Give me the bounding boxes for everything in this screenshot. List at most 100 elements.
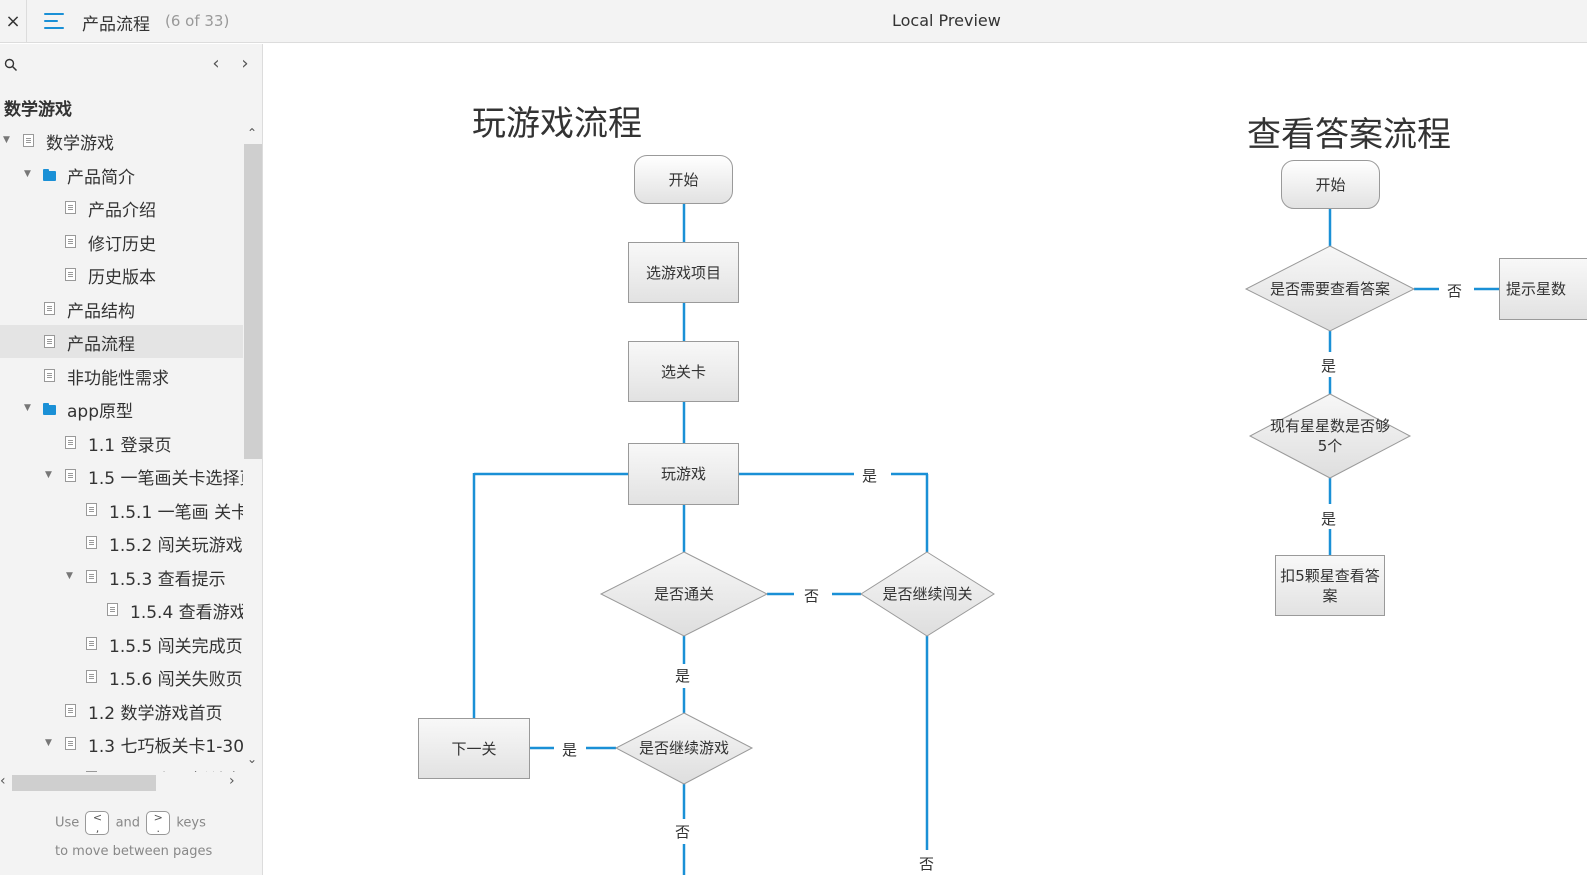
page-icon <box>86 536 97 549</box>
edge-label-yes: 是 <box>559 739 581 760</box>
edge-label-yes: 是 <box>1318 508 1340 529</box>
page-title: 产品流程 <box>82 15 150 35</box>
expand-toggle-icon[interactable]: ▼ <box>24 168 31 179</box>
next-level-node[interactable]: 下一关 <box>418 718 530 779</box>
edge-label-no: 否 <box>1444 280 1466 301</box>
select-item-node[interactable]: 选游戏项目 <box>628 242 739 303</box>
page-icon <box>65 469 76 482</box>
tree-item[interactable]: 历史版本 <box>0 258 243 291</box>
tree-item[interactable]: 1.5.5 闯关完成页 <box>0 627 243 660</box>
next-page-button[interactable]: › <box>241 53 249 74</box>
close-icon: × <box>5 11 21 32</box>
page-tree: ▼数学游戏▼产品简介产品介绍修订历史历史版本产品结构产品流程非功能性需求▼app… <box>0 124 243 772</box>
folder-icon <box>43 168 56 181</box>
deduct-stars-node[interactable]: 扣5颗星查看答案 <box>1275 555 1385 616</box>
next-key-icon: > . <box>146 811 171 835</box>
page-icon <box>65 435 76 449</box>
tree-item[interactable]: ▼app原型 <box>0 392 243 425</box>
scroll-right-icon[interactable]: › <box>229 773 235 789</box>
tree-item[interactable]: 1.3.1 七巧板关卡 <box>0 761 243 772</box>
menu-icon[interactable] <box>44 11 66 31</box>
edge-label-yes: 是 <box>859 465 881 486</box>
tree-item-label: 产品结构 <box>67 301 135 322</box>
expand-toggle-icon[interactable]: ▼ <box>24 403 31 413</box>
pass-decision-node[interactable]: 是否通关 <box>653 585 714 603</box>
tree-item-label: 1.5.1 一笔画 关卡3 <box>109 502 243 523</box>
sidebar: ‹ › 数学游戏 ▼数学游戏▼产品简介产品介绍修订历史历史版本产品结构产品流程非… <box>0 44 263 875</box>
page-icon <box>65 201 76 214</box>
flow1-title: 玩游戏流程 <box>472 104 642 144</box>
horizontal-scrollbar[interactable]: ‹ › <box>0 772 243 792</box>
tree-item-label: 1.2 数学游戏首页 <box>88 703 223 724</box>
scroll-down-icon[interactable]: ⌄ <box>247 752 258 766</box>
select-level-node[interactable]: 选关卡 <box>628 341 739 402</box>
tree-item[interactable]: ▼1.5 一笔画关卡选择页 <box>0 459 243 492</box>
expand-toggle-icon[interactable]: ▼ <box>3 135 10 145</box>
page-count: (6 of 33) <box>165 12 230 30</box>
page-icon <box>86 502 97 516</box>
tree-item[interactable]: 1.1 登录页 <box>0 426 243 459</box>
edge-label-no: 否 <box>672 821 694 842</box>
tree-item-label: 1.1 登录页 <box>88 435 172 456</box>
tree-item-label: 产品介绍 <box>88 201 156 221</box>
tree-item[interactable]: 1.2 数学游戏首页 <box>0 694 243 727</box>
expand-toggle-icon[interactable]: ▼ <box>45 470 52 480</box>
tree-item-label: 修订历史 <box>88 234 156 255</box>
page-icon <box>65 268 76 281</box>
tree-item-label: 1.3 七巧板关卡1-30 <box>88 737 243 757</box>
vertical-scrollbar[interactable]: ⌃ ⌄ <box>243 124 263 772</box>
tree-item-label: 1.5.6 闯关失败页 <box>109 670 243 690</box>
scroll-left-icon[interactable]: ‹ <box>0 773 6 789</box>
edge-label-yes: 是 <box>1318 355 1340 376</box>
play-game-node[interactable]: 玩游戏 <box>628 443 739 505</box>
tree-item[interactable]: 产品结构 <box>0 292 243 325</box>
tree-item-label: 产品简介 <box>67 167 135 188</box>
expand-toggle-icon[interactable]: ▼ <box>45 738 52 748</box>
tree-item[interactable]: ▼ 1.5.3 查看提示 <box>0 560 243 593</box>
tree-item[interactable]: ▼ 1.3 七巧板关卡1-30 <box>0 727 243 760</box>
tree-item[interactable]: ▼ 产品简介 <box>0 158 243 191</box>
page-icon <box>65 703 76 717</box>
flow2-start-node[interactable]: 开始 <box>1281 160 1380 209</box>
page-icon <box>44 301 55 315</box>
page-icon <box>86 770 97 772</box>
continue-level-decision-node[interactable]: 是否继续闯关 <box>882 585 973 603</box>
tree-item[interactable]: 1.5.6 闯关失败页 <box>0 660 243 693</box>
flow-connectors <box>472 204 1499 875</box>
enough-stars-decision-node[interactable]: 现有星星数是否够5个 <box>1270 417 1391 455</box>
prev-page-button[interactable]: ‹ <box>212 53 220 74</box>
page-icon <box>107 603 118 616</box>
tree-item-label: 非功能性需求 <box>67 368 169 389</box>
tip-stars-node[interactable]: 提示星数 <box>1499 258 1587 320</box>
scroll-up-icon[interactable]: ⌃ <box>247 126 258 140</box>
flow1-start-node[interactable]: 开始 <box>634 155 733 204</box>
tree-item[interactable]: 产品流程 <box>0 325 243 358</box>
continue-game-decision-node[interactable]: 是否继续游戏 <box>638 739 729 757</box>
tree-item[interactable]: 修订历史 <box>0 225 243 258</box>
preview-title: Local Preview <box>892 11 1001 30</box>
tree-item[interactable]: 1.5.1 一笔画 关卡3 <box>0 493 243 526</box>
tree-item-label: 1.5.2 闯关玩游戏页 <box>109 536 243 556</box>
tree-item[interactable]: ▼数学游戏 <box>0 124 243 157</box>
tree-item[interactable]: 1.5.4 查看游戏答案 <box>0 593 243 626</box>
page-icon <box>86 636 97 650</box>
tree-item[interactable]: 1.5.2 闯关玩游戏页 <box>0 526 243 559</box>
tree-item-label: 1.5.5 闯关完成页 <box>109 636 243 657</box>
page-icon <box>44 368 55 382</box>
vertical-scroll-thumb[interactable] <box>244 144 262 459</box>
tree-item-label: 1.5.3 查看提示 <box>109 569 226 590</box>
close-button[interactable]: × <box>0 0 27 43</box>
page-icon <box>86 670 97 683</box>
project-title: 数学游戏 <box>4 100 72 120</box>
search-icon[interactable] <box>4 58 18 72</box>
need-answer-decision-node[interactable]: 是否需要查看答案 <box>1269 280 1390 298</box>
tree-item[interactable]: 非功能性需求 <box>0 359 243 392</box>
expand-toggle-icon[interactable]: ▼ <box>66 570 73 581</box>
page-icon <box>86 569 97 583</box>
horizontal-scroll-thumb[interactable] <box>12 775 156 791</box>
decision-shapes <box>599 245 1416 785</box>
edge-label-no: 否 <box>916 853 938 874</box>
page-icon <box>65 234 76 248</box>
tree-item[interactable]: 产品介绍 <box>0 191 243 224</box>
tree-item-label: 历史版本 <box>88 268 156 288</box>
